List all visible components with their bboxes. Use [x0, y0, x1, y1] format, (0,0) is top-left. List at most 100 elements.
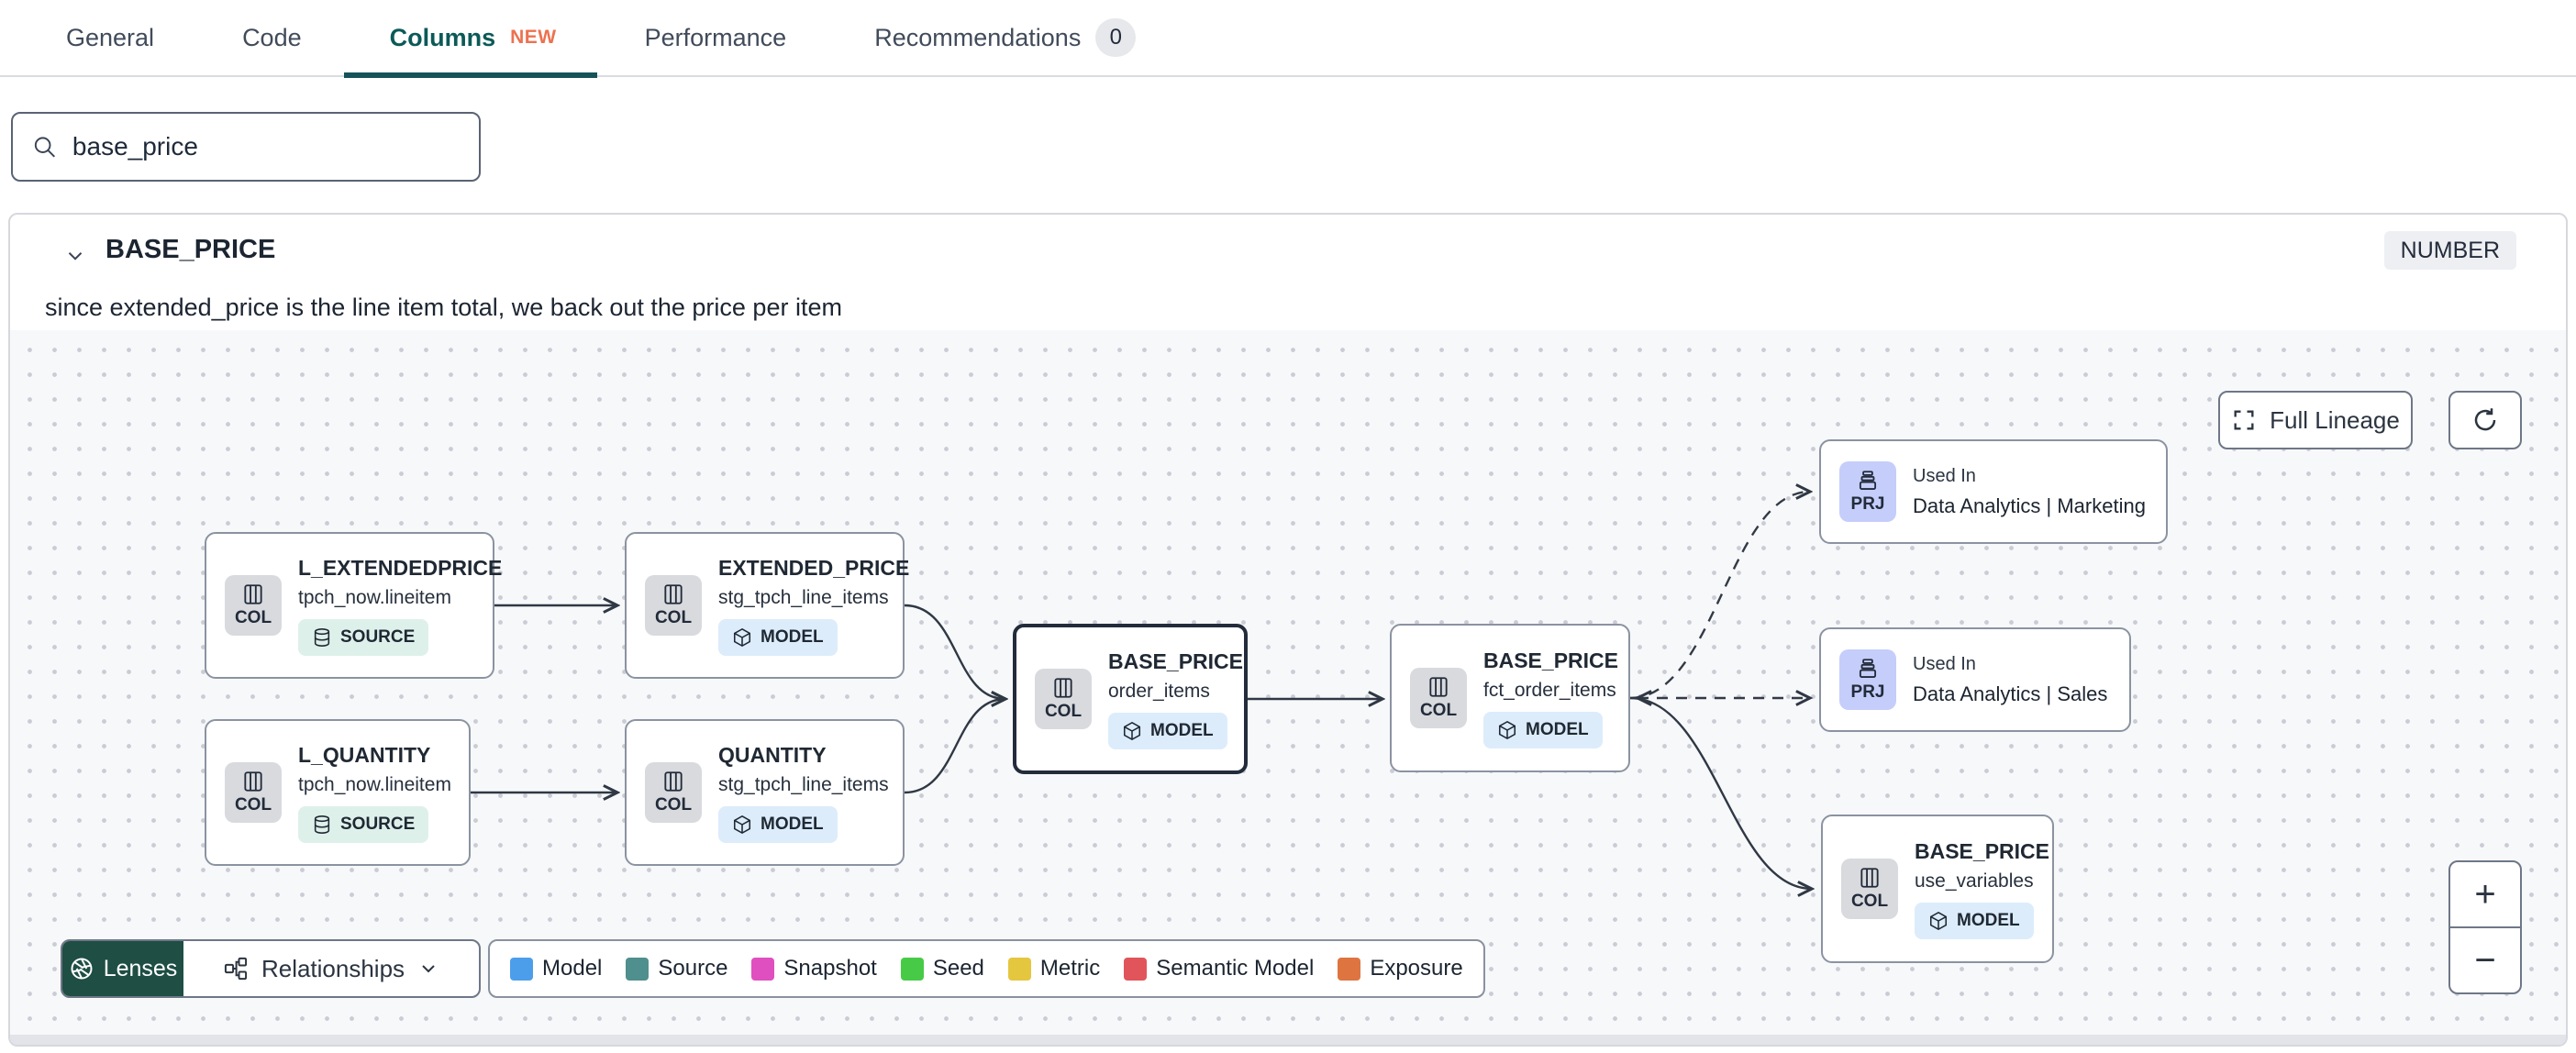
tab-label: Recommendations	[874, 23, 1082, 51]
node-title: L_QUANTITY	[298, 742, 431, 767]
legend-swatch	[1124, 957, 1148, 981]
lineage-node-extended-price[interactable]: COL EXTENDED_PRICE stg_tpch_line_items M…	[625, 532, 909, 679]
lineage-edges	[471, 330, 2568, 1038]
expand-icon	[2234, 410, 2254, 430]
cube-icon	[733, 815, 751, 834]
hierarchy-icon	[224, 957, 248, 981]
tab-label: General	[66, 23, 155, 51]
zoom-in-button[interactable]: +	[2450, 862, 2520, 928]
column-icon	[244, 771, 262, 792]
resource-badge: SOURCE	[298, 618, 429, 656]
lineage-node-l-quantity[interactable]: COL L_QUANTITY tpch_now.lineitem SOURCE	[205, 719, 471, 866]
lineage-legend: Model Source Snapshot Seed Metric Semant…	[488, 939, 1485, 998]
node-subtitle: tpch_now.lineitem	[298, 773, 451, 795]
refresh-button[interactable]	[2448, 391, 2522, 449]
legend-swatch	[510, 957, 533, 981]
node-title: L_EXTENDEDPRICE	[298, 555, 503, 580]
column-chip: COL	[225, 762, 282, 823]
legend-item: Source	[626, 956, 727, 981]
legend-swatch	[1007, 957, 1031, 981]
lineage-node-base-price-fct-order-items[interactable]: COL BASE_PRICE fct_order_items MODEL	[1390, 624, 1630, 772]
aperture-icon	[71, 958, 93, 980]
column-chip: COL	[645, 762, 702, 823]
tab-code[interactable]: Code	[242, 0, 302, 76]
column-chip: COL	[645, 575, 702, 636]
legend-item: Exposure	[1338, 956, 1463, 981]
tab-performance[interactable]: Performance	[645, 0, 787, 76]
node-title: QUANTITY	[718, 742, 827, 767]
horizontal-scrollbar[interactable]	[10, 1035, 2566, 1045]
used-in-label: Used In	[1913, 465, 1976, 486]
relationships-dropdown[interactable]: Relationships	[183, 941, 479, 996]
refresh-icon	[2474, 408, 2496, 431]
database-icon	[314, 627, 330, 647]
project-chip: PRJ	[1839, 461, 1896, 522]
tab-general[interactable]: General	[66, 0, 154, 76]
cube-icon	[1498, 720, 1516, 739]
node-title: BASE_PRICE	[1915, 838, 2049, 863]
resource-badge: MODEL	[1108, 712, 1227, 749]
column-panel: BASE_PRICE NUMBER since extended_price i…	[8, 213, 2568, 1047]
layers-icon	[1859, 471, 1877, 491]
resource-badge: MODEL	[718, 805, 838, 843]
lineage-node-quantity[interactable]: COL QUANTITY stg_tpch_line_items MODEL	[625, 719, 905, 866]
lenses-button[interactable]: Lenses	[62, 941, 183, 996]
column-icon	[1054, 678, 1072, 698]
node-title: EXTENDED_PRICE	[718, 555, 910, 580]
project-name: Data Analytics | Sales	[1913, 682, 2108, 705]
project-chip: PRJ	[1839, 649, 1896, 710]
tab-recommendations[interactable]: Recommendations 0	[874, 0, 1137, 76]
column-search[interactable]	[11, 112, 481, 182]
resource-badge: MODEL	[1915, 902, 2034, 939]
column-icon	[1860, 868, 1879, 888]
column-chip: COL	[1841, 859, 1898, 919]
node-title: BASE_PRICE	[1483, 648, 1618, 672]
legend-swatch	[626, 957, 650, 981]
legend-item: Seed	[900, 956, 984, 981]
node-subtitle: use_variables	[1915, 870, 2034, 892]
cube-icon	[1929, 911, 1948, 930]
column-chip: COL	[1410, 668, 1467, 728]
legend-item: Metric	[1007, 956, 1100, 981]
chevron-down-icon[interactable]	[63, 244, 87, 268]
chevron-down-icon	[422, 965, 435, 973]
lenses-group: Lenses Relationships	[61, 939, 481, 998]
zoom-controls: + −	[2448, 860, 2522, 994]
new-badge: NEW	[510, 27, 557, 48]
resource-badge: MODEL	[718, 618, 838, 656]
lineage-node-base-price-order-items[interactable]: COL BASE_PRICE order_items MODEL	[1013, 624, 1248, 774]
node-subtitle: stg_tpch_line_items	[718, 773, 889, 795]
layers-icon	[1859, 659, 1877, 679]
column-icon	[244, 584, 262, 604]
tab-label: Code	[242, 23, 302, 51]
used-in-label: Used In	[1913, 653, 1976, 674]
tab-label: Columns	[389, 23, 496, 51]
column-type-badge: NUMBER	[2383, 231, 2516, 270]
project-name: Data Analytics | Marketing	[1913, 493, 2146, 517]
tab-columns[interactable]: Columns NEW	[343, 0, 597, 78]
resource-badge: MODEL	[1483, 711, 1603, 748]
node-subtitle: stg_tpch_line_items	[718, 586, 889, 608]
database-icon	[314, 815, 330, 834]
column-description: since extended_price is the line item to…	[45, 294, 842, 321]
lineage-node-base-price-use-variables[interactable]: COL BASE_PRICE use_variables MODEL	[1821, 815, 2054, 963]
cube-icon	[733, 627, 751, 647]
column-icon	[1429, 677, 1448, 697]
zoom-out-button[interactable]: −	[2474, 939, 2496, 981]
legend-swatch	[900, 957, 924, 981]
search-input[interactable]	[72, 132, 461, 161]
full-lineage-button[interactable]: Full Lineage	[2218, 391, 2413, 449]
lineage-node-used-in-marketing[interactable]: PRJ Used In Data Analytics | Marketing	[1819, 439, 2168, 544]
tab-label: Performance	[644, 23, 787, 51]
lineage-node-l-extendedprice[interactable]: COL L_EXTENDEDPRICE tpch_now.lineitem SO…	[205, 532, 502, 679]
column-chip: COL	[1035, 669, 1092, 729]
tab-bar: General Code Columns NEW Performance Rec…	[0, 0, 2576, 78]
node-subtitle: order_items	[1108, 680, 1210, 702]
cube-icon	[1123, 721, 1141, 740]
legend-item: Model	[510, 956, 602, 981]
lineage-canvas[interactable]: COL L_EXTENDEDPRICE tpch_now.lineitem SO…	[10, 330, 2568, 1038]
lineage-node-used-in-sales[interactable]: PRJ Used In Data Analytics | Sales	[1819, 627, 2131, 732]
resource-badge: SOURCE	[298, 805, 429, 843]
node-subtitle: fct_order_items	[1483, 679, 1616, 701]
count-badge: 0	[1095, 18, 1137, 57]
